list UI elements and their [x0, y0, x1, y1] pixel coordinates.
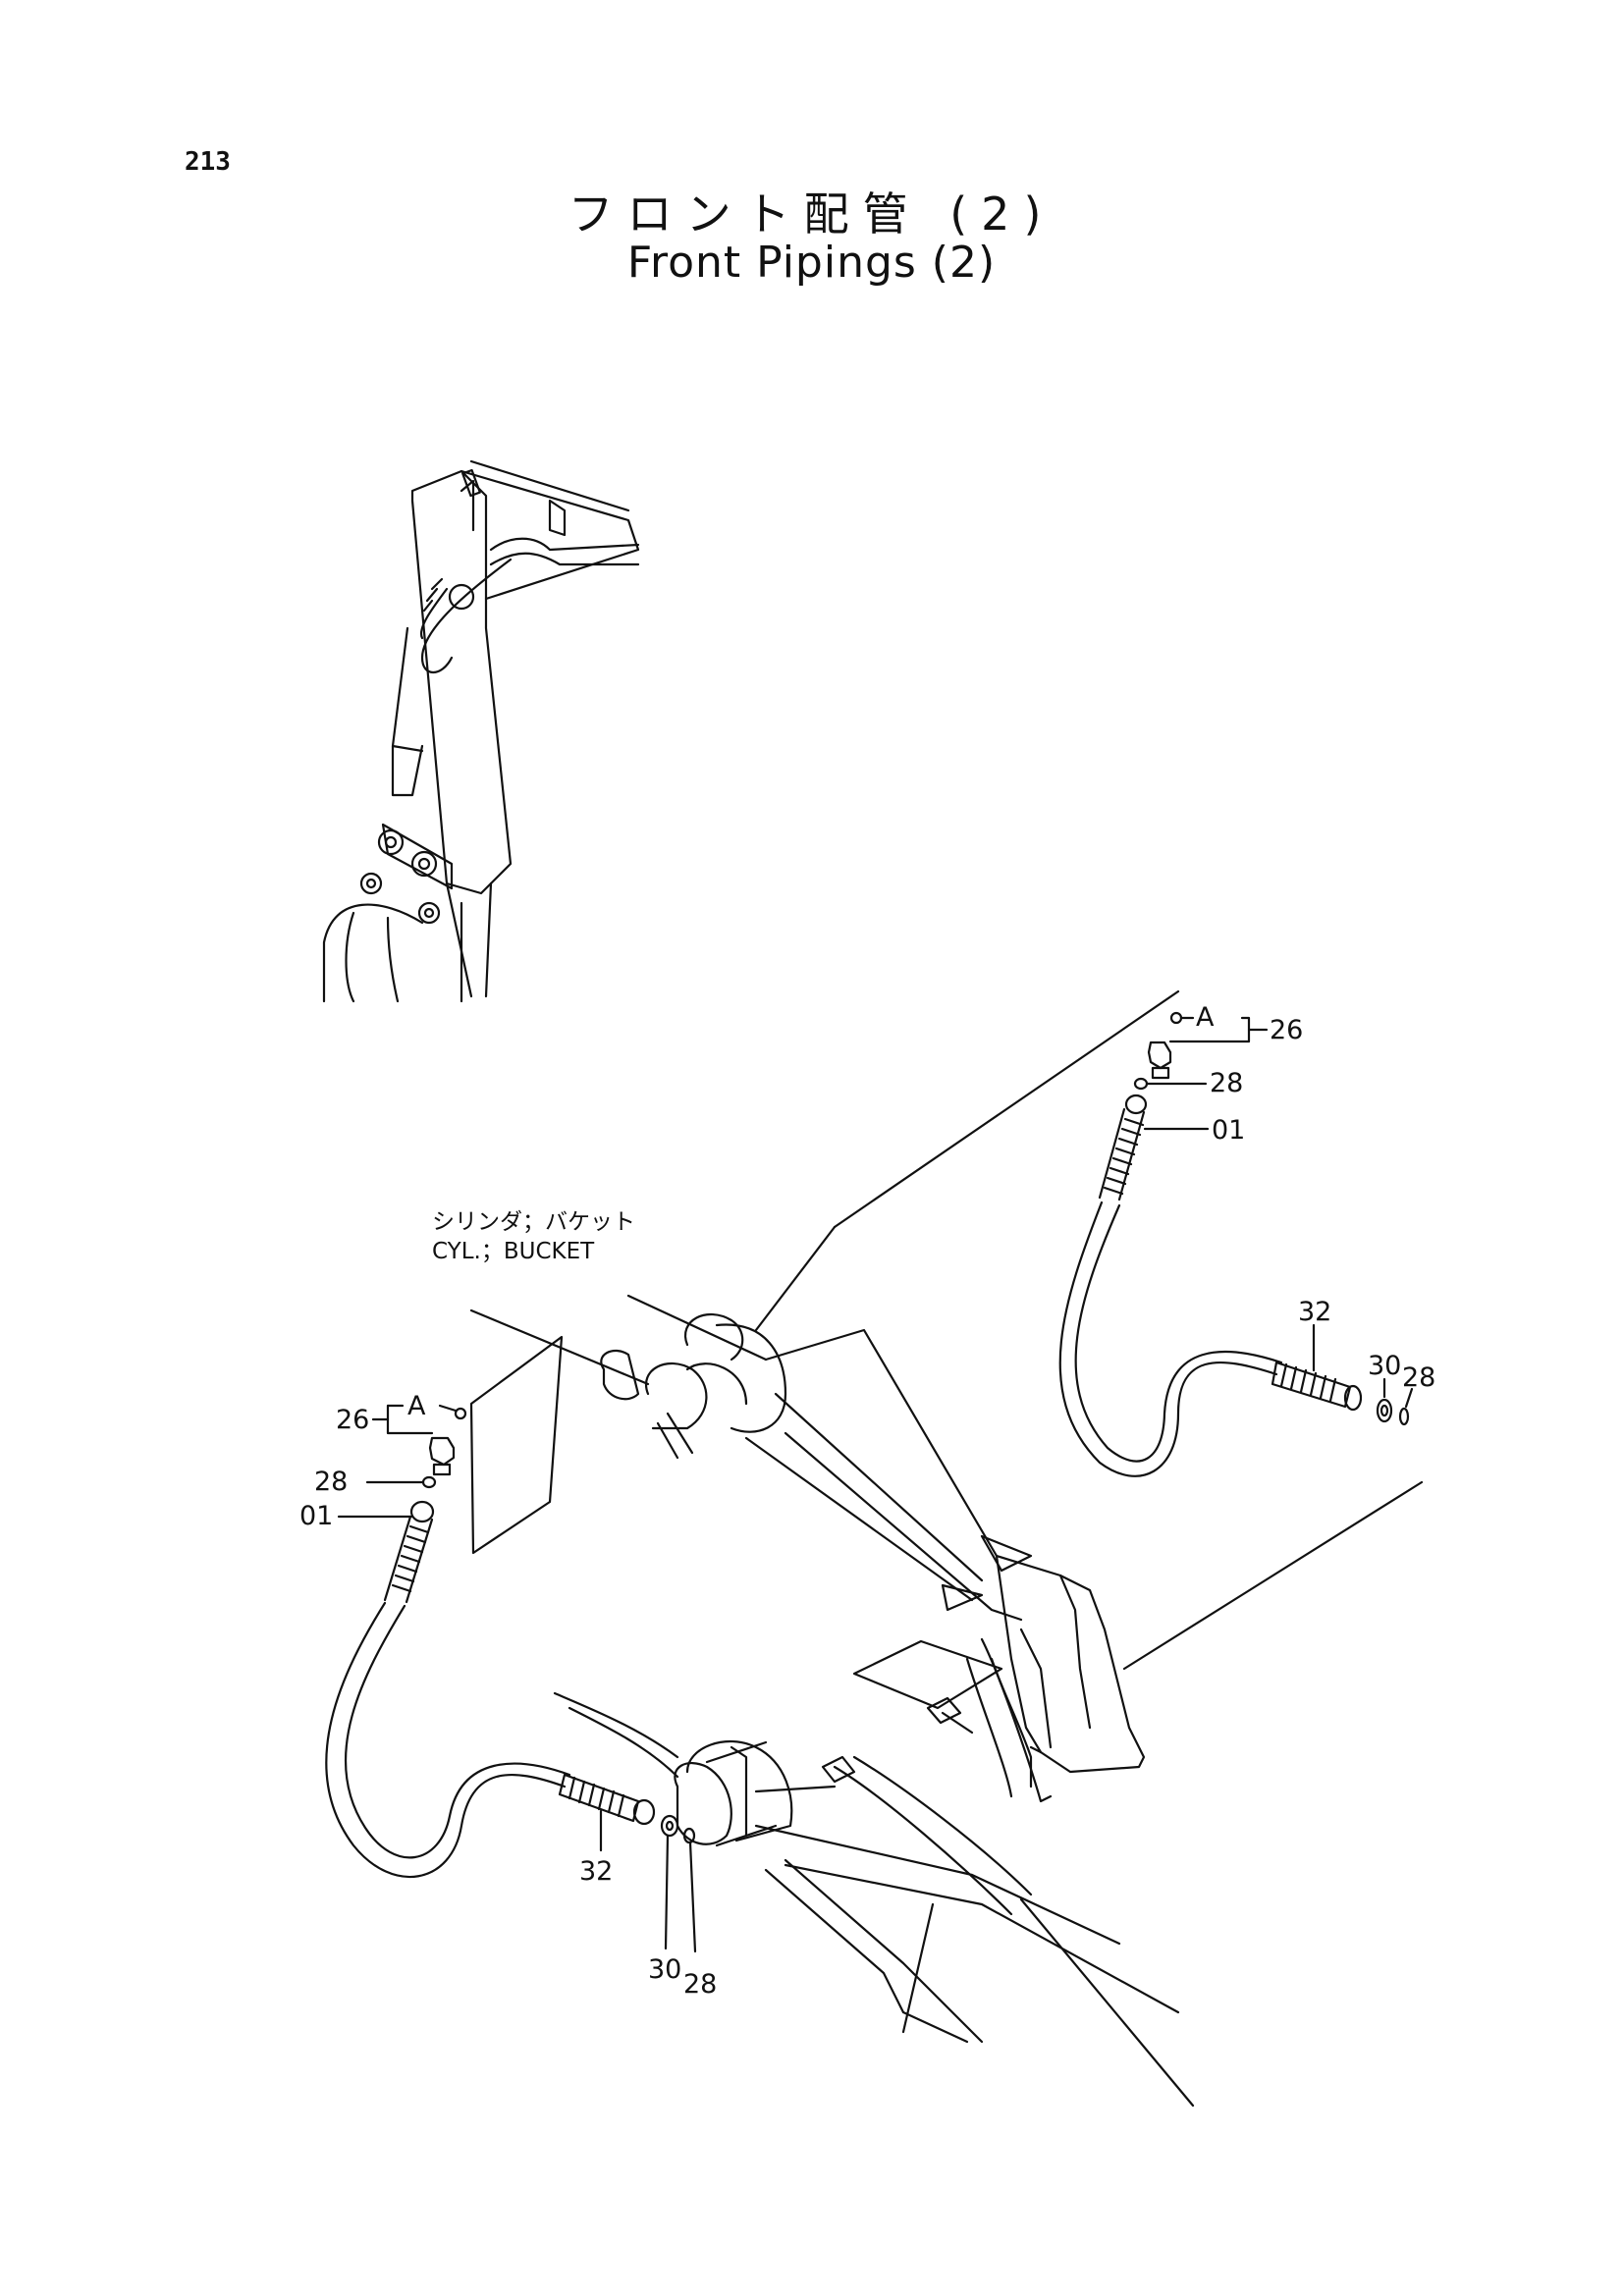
- arm-main-view: [469, 989, 1424, 2108]
- page-title-japanese: フロント配管 (2): [568, 187, 1055, 240]
- callout-right-30: 30: [1368, 1351, 1401, 1381]
- callout-right-01: 01: [1212, 1115, 1245, 1146]
- callout-left-30: 30: [648, 1954, 681, 1985]
- callout-left-A: A: [407, 1391, 426, 1421]
- excavator-arm-overview: [322, 459, 640, 1003]
- cylinder-bucket-label: シリンダ；バケット CYL.；BUCKET: [432, 1207, 635, 1266]
- callout-right-32: 32: [1298, 1297, 1331, 1327]
- callout-left-28-top: 28: [314, 1467, 348, 1497]
- left-hose-assembly: [325, 1404, 697, 1953]
- callout-right-28-bottom: 28: [1402, 1362, 1435, 1393]
- callout-left-01: 01: [299, 1501, 333, 1531]
- cylinder-label-japanese: シリンダ；バケット: [432, 1209, 635, 1235]
- page-title-english: Front Pipings (2): [626, 238, 997, 288]
- right-hose-assembly: [1058, 1011, 1414, 1477]
- cylinder-label-english: CYL.；BUCKET: [432, 1239, 595, 1264]
- callout-left-26: 26: [336, 1405, 369, 1435]
- callout-left-32: 32: [579, 1856, 613, 1887]
- callout-right-28-top: 28: [1210, 1068, 1243, 1098]
- callout-right-A: A: [1196, 1002, 1215, 1033]
- page-number: 213: [185, 147, 231, 177]
- callout-left-28-bottom: 28: [683, 1969, 717, 2000]
- callout-right-26: 26: [1270, 1015, 1303, 1045]
